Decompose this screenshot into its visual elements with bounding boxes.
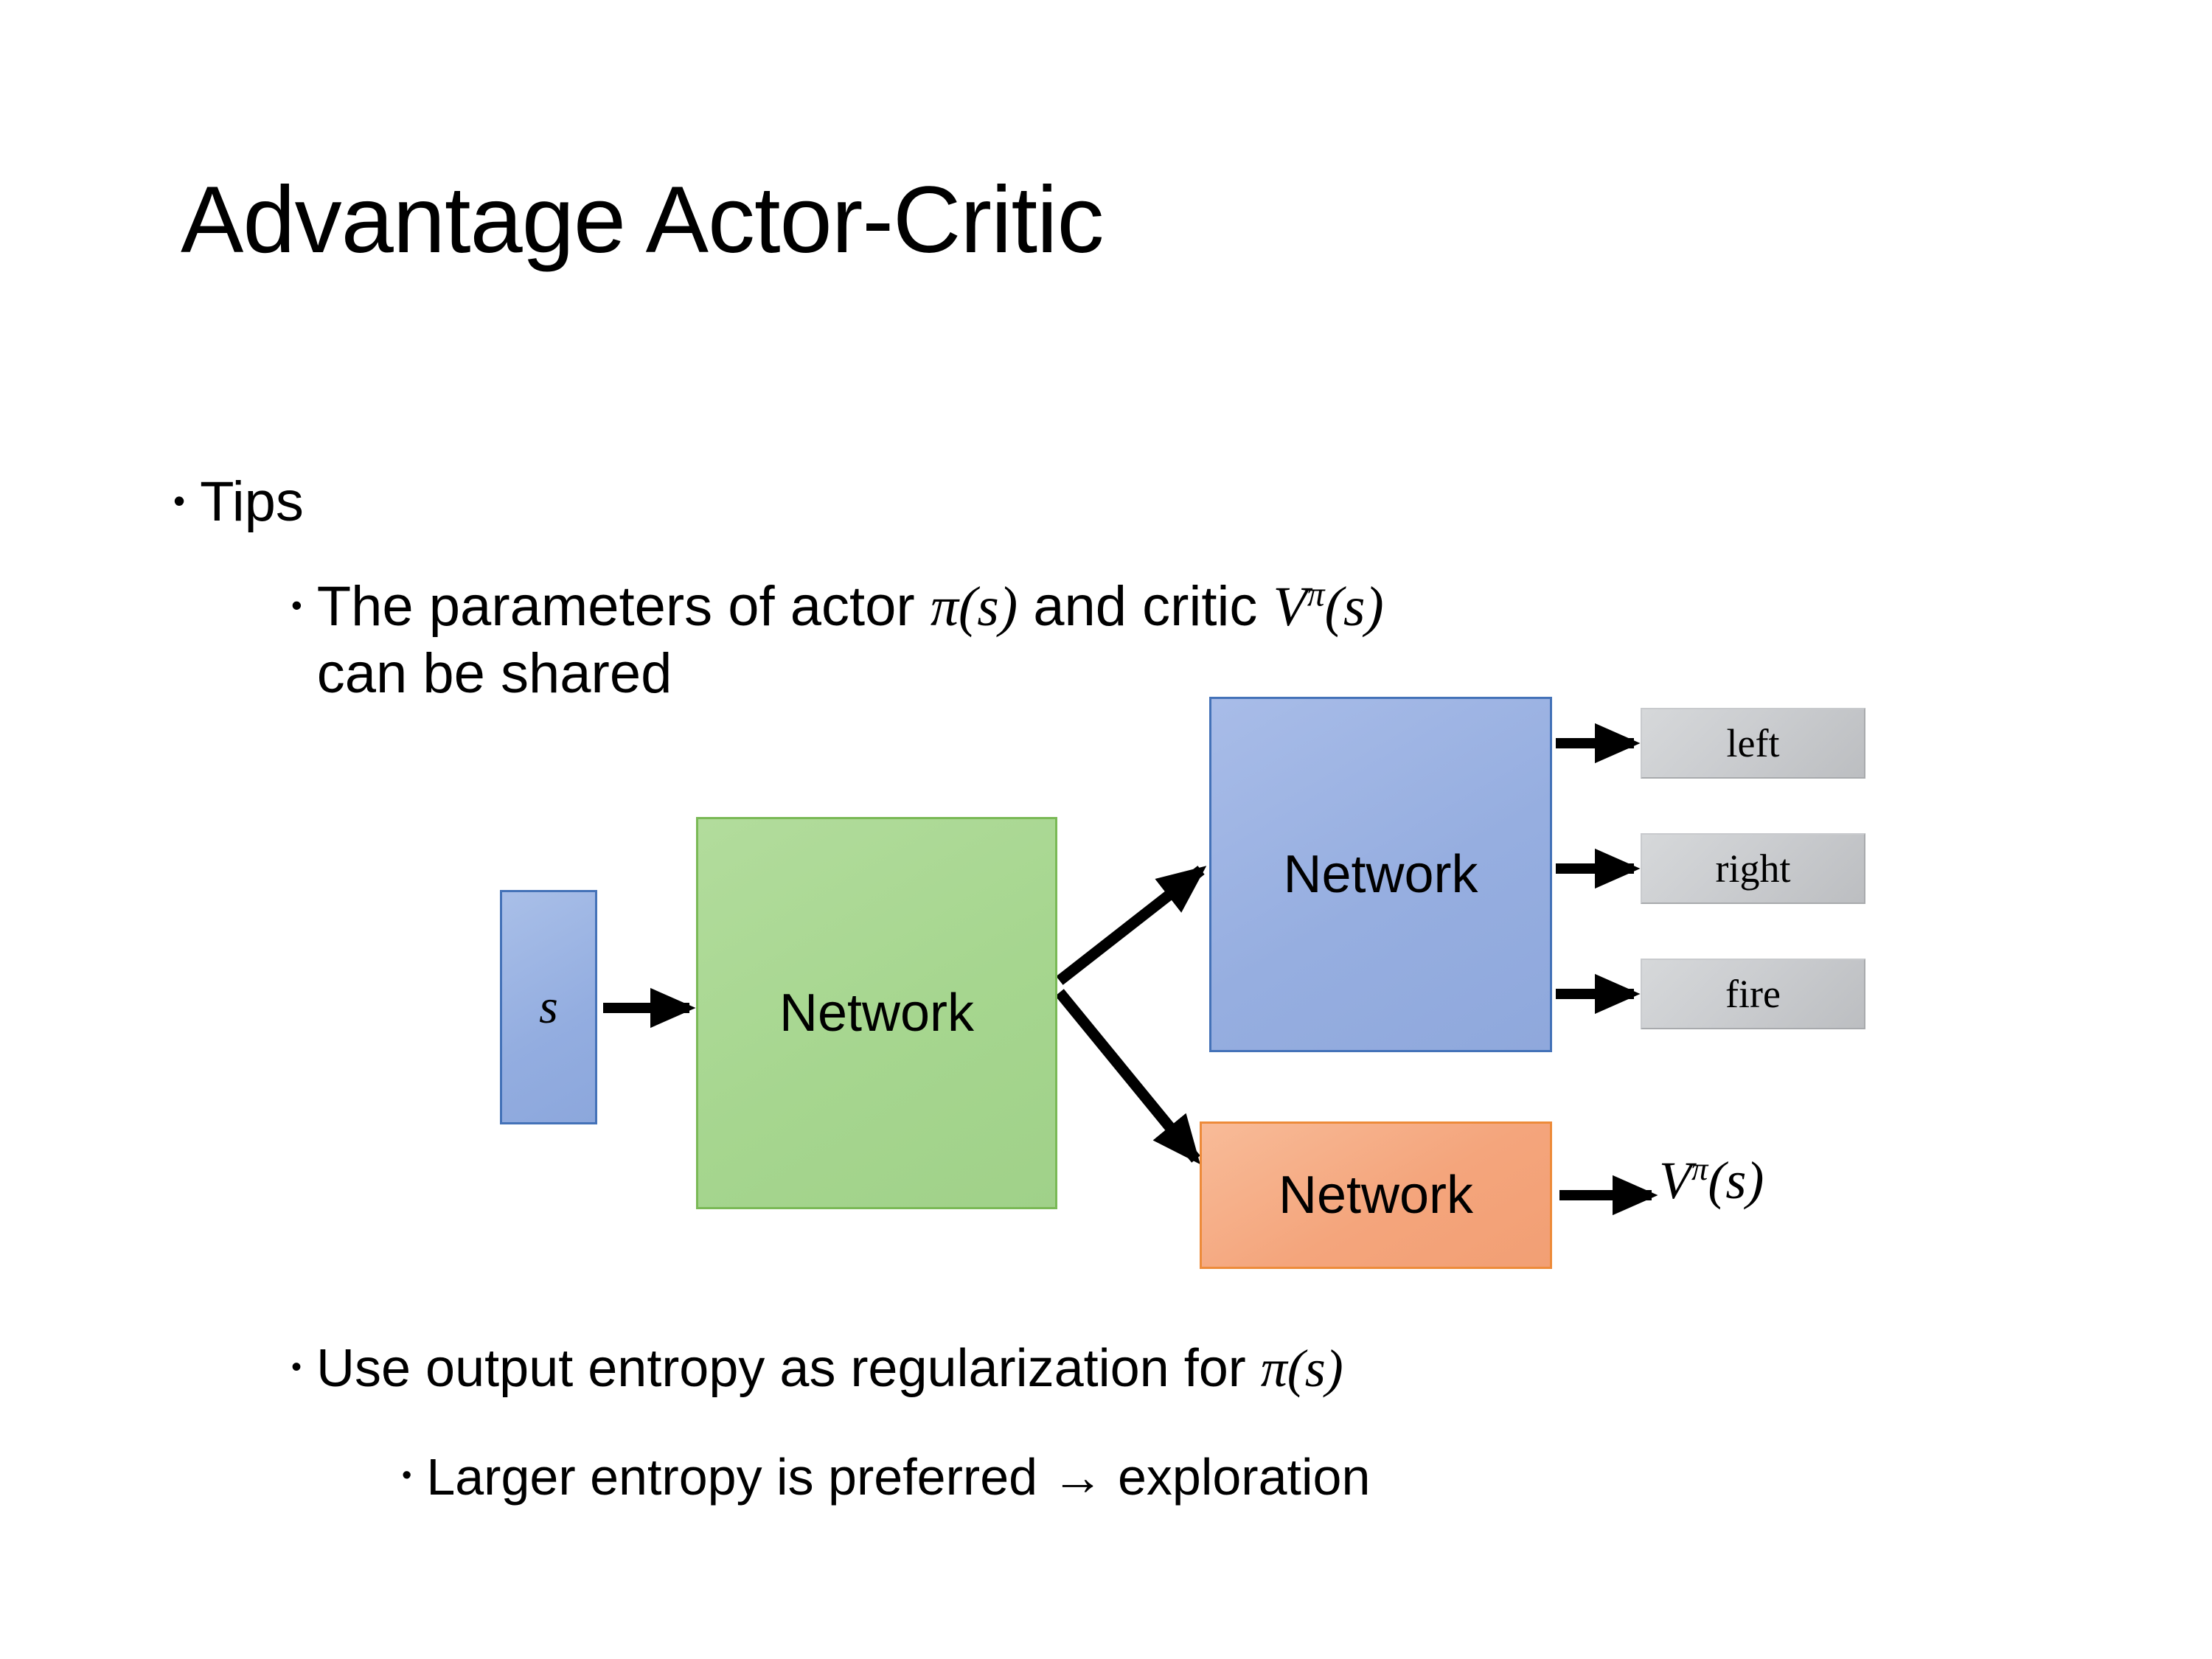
critic-value-output-label: Vπ(s) bbox=[1659, 1150, 1764, 1211]
action-output-right: right bbox=[1641, 833, 1865, 904]
bullet-exploration: • Larger entropy is preferred → explorat… bbox=[402, 1447, 1370, 1508]
math-v-base: V bbox=[1273, 576, 1307, 638]
math-v-superscript: π bbox=[1307, 575, 1325, 614]
shared-params-line1-mid: and critic bbox=[1018, 575, 1273, 638]
bullet-marker-icon: • bbox=[402, 1460, 412, 1491]
shared-network-node: Network bbox=[696, 817, 1057, 1209]
action-output-fire: fire bbox=[1641, 959, 1865, 1029]
critic-output-argument: (s) bbox=[1708, 1151, 1764, 1210]
arrow-shared-to-critic-network bbox=[1055, 989, 1200, 1165]
critic-output-superscript: π bbox=[1691, 1150, 1708, 1187]
arrow-shared-to-actor-network bbox=[1056, 866, 1207, 985]
math-v-pi-of-s: Vπ(s) bbox=[1273, 576, 1383, 638]
page-title: Advantage Actor-Critic bbox=[181, 167, 1104, 273]
bullet-tips: • Tips bbox=[173, 469, 304, 535]
bullet-exploration-label: Larger entropy is preferred → exploratio… bbox=[426, 1448, 1371, 1506]
bullet-shared-params: • The parameters of actor π(s) and criti… bbox=[291, 574, 1384, 706]
math-v-argument: (s) bbox=[1324, 576, 1384, 638]
bullet-marker-icon: • bbox=[291, 1351, 302, 1383]
state-input-node: s bbox=[500, 890, 597, 1124]
bullet-marker-icon: • bbox=[173, 481, 186, 520]
math-pi-of-s: π(s) bbox=[1260, 1339, 1343, 1398]
bullet-tips-label: Tips bbox=[200, 470, 304, 533]
bullet-shared-params-text: The parameters of actor π(s) and critic … bbox=[317, 574, 1384, 706]
action-output-left: left bbox=[1641, 708, 1865, 779]
shared-params-line2: can be shared bbox=[316, 641, 672, 705]
entropy-text-prefix: Use output entropy as regularization for bbox=[316, 1339, 1261, 1398]
critic-output-base: V bbox=[1659, 1151, 1691, 1210]
shared-params-line1-prefix: The parameters of actor bbox=[316, 575, 931, 638]
bullet-entropy-regularization: • Use output entropy as regularization f… bbox=[291, 1338, 1343, 1400]
math-pi-of-s: π(s) bbox=[930, 576, 1018, 638]
bullet-marker-icon: • bbox=[291, 588, 302, 622]
actor-network-node: Network bbox=[1209, 697, 1552, 1052]
bullet-entropy-text: Use output entropy as regularization for… bbox=[316, 1338, 1343, 1400]
critic-network-node: Network bbox=[1200, 1121, 1552, 1269]
